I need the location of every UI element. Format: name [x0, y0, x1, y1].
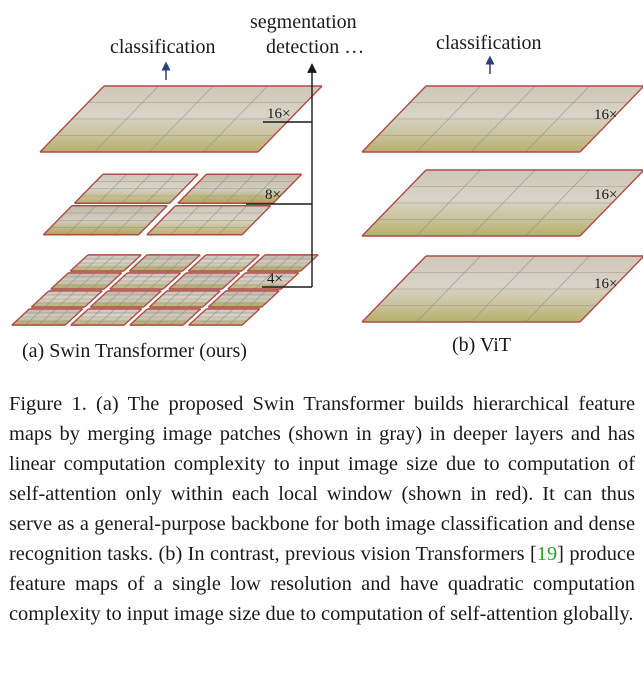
swin-layer-4x-window [31, 291, 102, 307]
vit-scale-16x-bottom: 16× [594, 276, 617, 293]
swin-layer-4x-window [110, 273, 181, 289]
swin-layer-8x-window [178, 174, 302, 203]
citation-link[interactable]: 19 [537, 543, 557, 565]
swin-layer-4x-window [129, 255, 200, 271]
swin-layer-4x-window [51, 273, 122, 289]
vit-subcaption: (b) ViT [452, 334, 511, 357]
vit-scale-16x-top: 16× [594, 107, 617, 124]
swin-scale-4x: 4× [267, 271, 283, 288]
swin-layer-4x-window [130, 309, 201, 325]
swin-layer-4x-window [71, 309, 142, 325]
swin-layer-4x-window [247, 255, 318, 271]
swin-layer-4x-window [169, 273, 240, 289]
swin-layer-4x [12, 255, 318, 325]
swin-layer-4x-window [12, 309, 83, 325]
swin-layer-4x-window [149, 291, 220, 307]
swin-layer-4x-window [70, 255, 141, 271]
segmentation-label: segmentation [250, 11, 357, 34]
swin-classification-label: classification [110, 36, 216, 59]
vit-scale-16x-middle: 16× [594, 187, 617, 204]
vit-classification-label: classification [436, 32, 542, 55]
swin-layer-4x-window [188, 255, 259, 271]
swin-scale-16x: 16× [267, 106, 290, 123]
swin-layer-8x-window [43, 206, 167, 235]
swin-layer-8x-window [147, 206, 271, 235]
swin-layer-8x-window [74, 174, 198, 203]
swin-layer-4x-window [208, 291, 279, 307]
caption-text-part1: Figure 1. (a) The proposed Swin Transfor… [9, 393, 635, 565]
figure-caption: Figure 1. (a) The proposed Swin Transfor… [9, 389, 635, 629]
swin-layer-4x-window [90, 291, 161, 307]
swin-scale-8x: 8× [265, 187, 281, 204]
figure-1: classification segmentation detection … … [0, 0, 643, 372]
swin-subcaption: (a) Swin Transformer (ours) [22, 340, 247, 363]
swin-layer-4x-window [189, 309, 260, 325]
detection-label: detection … [266, 36, 364, 59]
